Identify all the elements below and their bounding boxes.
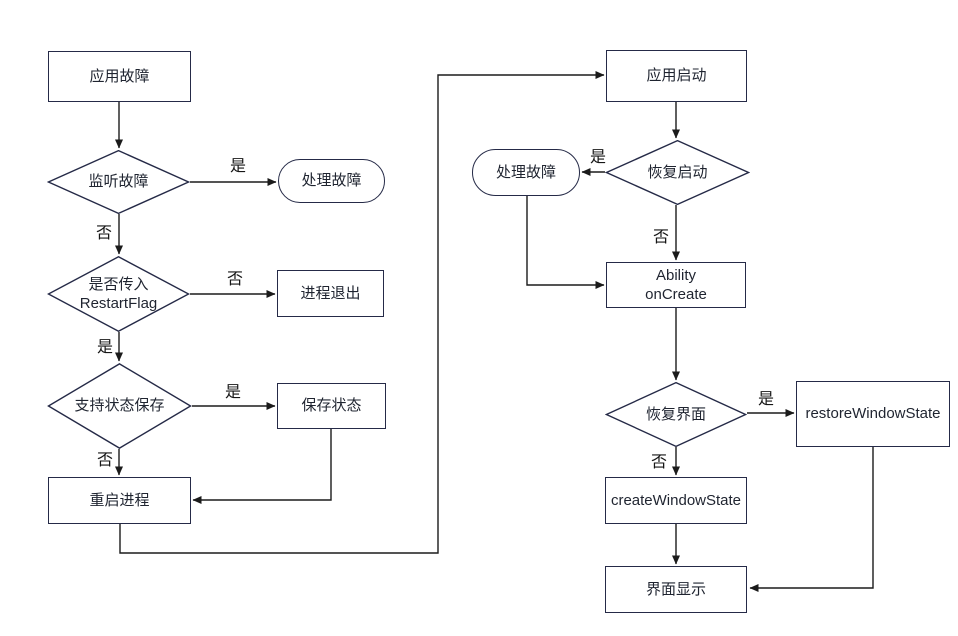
node-restore-window-state: restoreWindowState <box>796 381 950 447</box>
node-process-exit: 进程退出 <box>277 270 384 317</box>
node-handle-fault-right: 处理故障 <box>472 149 580 196</box>
node-ability-oncreate: Ability onCreate <box>606 262 746 308</box>
diamond-shape-icon <box>605 382 747 447</box>
node-support-state-save-label: 支持状态保存 <box>74 397 165 415</box>
edge-label-monitor-yes: 是 <box>229 158 247 175</box>
diamond-shape-icon <box>47 256 190 332</box>
edge-label-recoveryui-yes: 是 <box>757 391 775 408</box>
diamond-shape-icon <box>47 363 192 449</box>
edge-label-recoveryui-no: 否 <box>650 454 668 471</box>
node-ability-oncreate-label: Ability onCreate <box>645 266 707 304</box>
node-recovery-ui-label: 恢复界面 <box>645 405 706 423</box>
node-create-window-state-label: createWindowState <box>610 491 742 509</box>
node-monitor-fault-label: 监听故障 <box>88 173 149 191</box>
node-app-start: 应用启动 <box>606 50 747 102</box>
node-handle-fault-right-label: 处理故障 <box>495 163 556 181</box>
node-restart-flag-label: 是否传入 RestartFlag <box>79 275 158 313</box>
node-restart-flag: 是否传入 RestartFlag <box>47 256 190 332</box>
node-app-fault-label: 应用故障 <box>89 67 150 85</box>
edge-label-recoverystart-yes: 是 <box>589 149 607 166</box>
edge-restorewindowstate-uidisplay <box>749 447 874 592</box>
node-app-start-label: 应用启动 <box>646 67 707 85</box>
edge-label-recoverystart-no: 否 <box>652 229 670 246</box>
node-handle-fault-left-label: 处理故障 <box>301 172 362 190</box>
node-ui-display-label: 界面显示 <box>645 580 706 598</box>
node-restart-process-label: 重启进程 <box>89 491 150 509</box>
edge-label-restartflag-no: 否 <box>226 271 244 288</box>
node-process-exit-label: 进程退出 <box>300 284 361 302</box>
diamond-shape-icon <box>605 140 750 205</box>
edge-restartprocess-appstart <box>119 71 605 554</box>
edge-label-statesave-yes: 是 <box>224 384 242 401</box>
node-support-state-save: 支持状态保存 <box>47 363 192 449</box>
node-create-window-state: createWindowState <box>605 477 747 524</box>
diamond-shape-icon <box>47 150 190 214</box>
node-recovery-ui: 恢复界面 <box>605 382 747 447</box>
node-save-state-label: 保存状态 <box>301 397 362 415</box>
node-app-fault: 应用故障 <box>48 51 191 102</box>
node-recovery-start: 恢复启动 <box>605 140 750 205</box>
node-recovery-start-label: 恢复启动 <box>647 163 708 181</box>
node-ui-display: 界面显示 <box>605 566 747 613</box>
edge-handlefault-abilityoncreate <box>526 196 605 289</box>
node-restore-window-state-label: restoreWindowState <box>805 405 941 423</box>
edge-savestate-restartprocess <box>192 429 332 504</box>
edge-label-restartflag-yes: 是 <box>96 339 114 356</box>
node-monitor-fault: 监听故障 <box>47 150 190 214</box>
node-save-state: 保存状态 <box>277 383 386 429</box>
node-restart-process: 重启进程 <box>48 477 191 524</box>
edge-label-statesave-no: 否 <box>96 452 114 469</box>
edge-label-monitor-no: 否 <box>95 225 113 242</box>
node-handle-fault-left: 处理故障 <box>278 159 385 203</box>
